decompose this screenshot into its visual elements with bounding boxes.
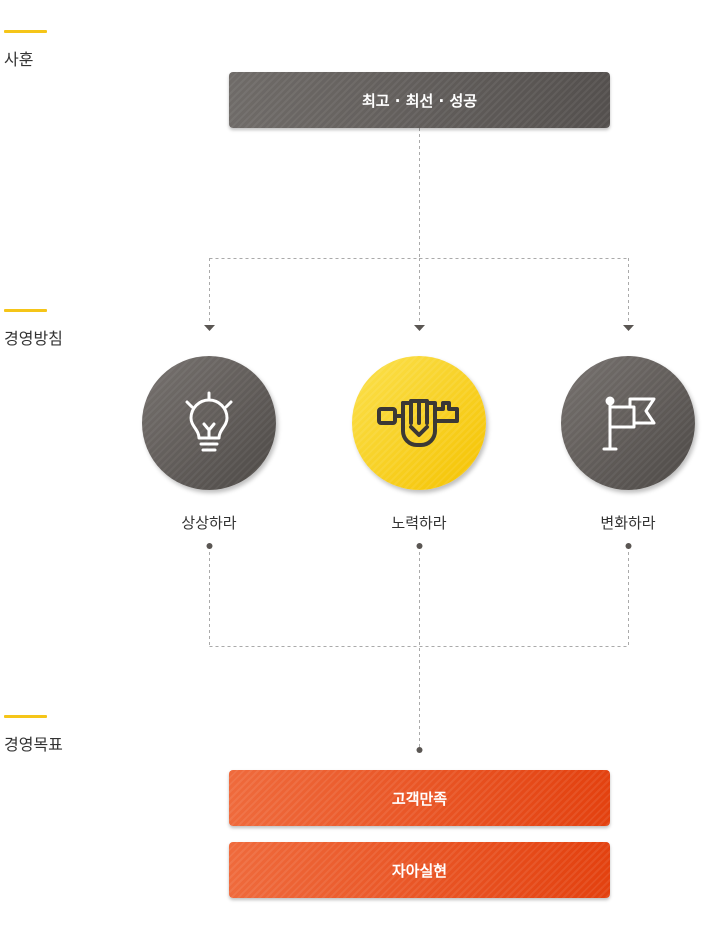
motto-text: 최고 · 최선 · 성공 (361, 91, 478, 110)
goal-box-self-realization: 자아실현 (229, 842, 610, 898)
arrow-down-icon (204, 325, 215, 331)
goal-text: 자아실현 (391, 861, 448, 880)
policy-label-imagine: 상상하라 (181, 514, 237, 532)
policy-circle-effort (352, 356, 486, 490)
arrow-down-icon (623, 325, 634, 331)
goal-box-customer-satisfaction: 고객만족 (229, 770, 610, 826)
flag-icon (602, 396, 656, 451)
policy-label-change: 변화하라 (600, 514, 656, 532)
motto-box: 최고 · 최선 · 성공 (229, 72, 610, 128)
section-label-motto: 사훈 (4, 30, 48, 70)
connector-dot (416, 543, 423, 549)
policy-label-effort: 노력하라 (391, 514, 447, 532)
connector-dot (206, 543, 213, 549)
arrow-down-icon (414, 325, 425, 331)
connector-dot (625, 543, 632, 549)
goal-text: 고객만족 (391, 789, 448, 808)
policy-circle-change (561, 356, 695, 490)
policy-circle-imagine (142, 356, 276, 490)
section-label-policy: 경영방침 (4, 309, 63, 349)
section-label-goal: 경영목표 (4, 715, 63, 755)
lightbulb-icon (185, 391, 233, 452)
fist-key-icon (377, 399, 459, 447)
connector-dot (416, 747, 423, 753)
